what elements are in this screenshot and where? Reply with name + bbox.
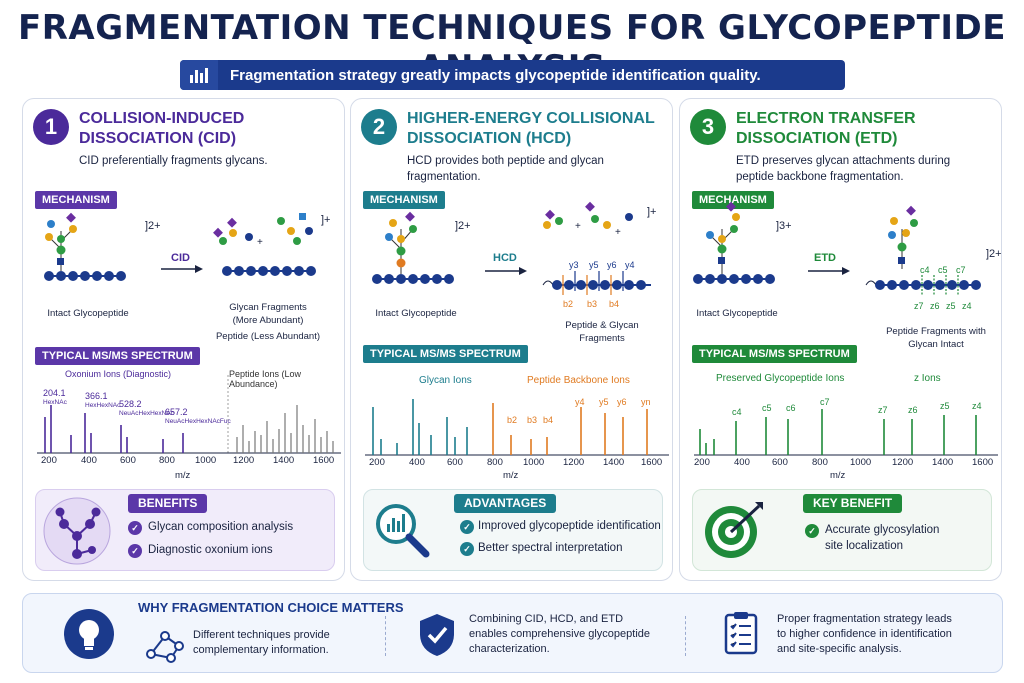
charge-in: ]2+ [455,220,471,232]
intact-label: Intact Glycopeptide [375,308,457,319]
svg-text:+: + [257,237,263,248]
step-number: 2 [361,109,397,145]
advantage-item: Improved glycopeptide identification [478,520,661,532]
why-text-2: Combining CID, HCD, and ETD enables comp… [469,613,651,655]
magnifier-chart-icon [376,504,430,558]
charge-in: ]2+ [145,220,161,232]
spectrum-tag: TYPICAL MS/MS SPECTRUM [35,347,200,365]
advantage-item: Better spectral interpretation [478,542,623,554]
spectrum-tag: TYPICAL MS/MS SPECTRUM [692,345,857,363]
check-icon: ✓ [805,524,819,538]
charge-out: ]+ [321,214,330,226]
glycan-tree-icon [43,497,111,565]
target-icon [705,502,763,558]
benefits-box: BENEFITS ✓ Glycan composition analysis ✓… [35,489,335,571]
cid-arrow-label: CID [171,252,190,264]
benefits-heading: BENEFITS [128,494,208,513]
hcd-spectrum [365,399,669,456]
etd-mechanism-diagram: ]3+ ETD ]2+ [693,201,1002,295]
etd-subtitle: ETD preserves glycan attachments during … [736,155,951,183]
check-icon: ✓ [128,544,142,558]
backbone-ions-label: Peptide Backbone Ions [527,375,630,386]
svg-text:+: + [575,221,581,232]
cid-mechanism-diagram: ]2+ CID + ]+ [44,212,330,281]
clipboard-checklist-icon [724,612,758,655]
charge-out: ]+ [647,206,656,218]
benefit-item: Glycan composition analysis [148,521,294,533]
advantages-box: ADVANTAGES ✓ Improved glycopeptide ident… [363,489,663,571]
glycan-ions-label: Glycan Ions [419,375,472,386]
why-text-1: Different techniques provide complementa… [193,629,330,656]
fragments-label: Peptide & Glycan Fragments [565,320,639,344]
etd-panel: 3 ELECTRON TRANSFER DISSOCIATION (ETD) E… [679,98,1002,581]
peak-label-528: 528.2 NeuAcHexHexNAc [119,399,174,417]
x-axis-label: m/z [503,470,519,481]
peptide-ions-label: Peptide Ions (Low Abundance) [229,369,302,389]
z-ions-label: z Ions [914,373,941,384]
check-icon: ✓ [128,521,142,535]
peak-label-204: 204.1 HexNAc [43,388,67,406]
network-icon [146,631,184,663]
etd-title: ELECTRON TRANSFER DISSOCIATION (ETD) [736,110,916,147]
key-benefit-text: Accurate glycosylation site localization [825,524,940,552]
check-icon: ✓ [460,520,474,534]
step-number: 3 [690,109,726,145]
cid-panel: 1 COLLISION-INDUCED DISSOCIATION (CID) C… [22,98,345,581]
hcd-mechanism-diagram: ]2+ HCD + + ]+ [372,201,656,295]
step-number: 1 [33,109,69,145]
preserved-ions-label: Preserved Glycopeptide Ions [716,373,845,384]
bar-chart-icon [180,60,218,90]
x-axis-label: m/z [175,470,191,481]
hcd-arrow-label: HCD [493,252,517,264]
advantages-heading: ADVANTAGES [454,494,557,513]
divider [385,616,386,656]
hcd-title: HIGHER-ENERGY COLLISIONAL DISSOCIATION (… [407,110,655,147]
key-benefit-heading: KEY BENEFIT [803,494,903,513]
shield-check-icon [420,614,454,656]
etd-spectrum [694,409,998,456]
intact-label: Intact Glycopeptide [696,308,778,319]
peak-label-657: 657.2 NeuAcHexHexNAcFuc [165,407,231,425]
hcd-panel: 2 HIGHER-ENERGY COLLISIONAL DISSOCIATION… [350,98,673,581]
cid-title: COLLISION-INDUCED DISSOCIATION (CID) [79,110,245,147]
peak-label-366: 366.1 HexHexNAc [85,391,121,409]
spectrum-tag: TYPICAL MS/MS SPECTRUM [363,345,528,363]
fragments-label: Glycan Fragments (More Abundant) Peptide… [215,302,321,342]
banner-text: Fragmentation strategy greatly impacts g… [230,66,761,84]
etd-arrow-label: ETD [814,252,836,264]
charge-out: ]2+ [986,248,1002,260]
check-icon: ✓ [460,542,474,556]
cid-spectrum [37,375,341,455]
charge-in: ]3+ [776,220,792,232]
mechanism-tag: MECHANISM [35,191,117,209]
why-it-matters-bar: WHY FRAGMENTATION CHOICE MATTERS Differe… [22,593,1003,673]
why-heading: WHY FRAGMENTATION CHOICE MATTERS [138,600,404,615]
lightbulb-icon [64,609,114,659]
oxonium-label: Oxonium Ions (Diagnostic) [65,369,172,379]
x-axis-label: m/z [830,470,846,481]
benefit-item: Diagnostic oxonium ions [148,544,273,556]
why-text-3: Proper fragmentation strategy leads to h… [777,613,952,655]
svg-text:+: + [615,227,621,238]
mechanism-tag: MECHANISM [692,191,774,209]
hcd-subtitle: HCD provides both peptide and glycan fra… [407,155,604,183]
cid-subtitle: CID preferentially fragments glycans. [79,155,268,167]
intact-label: Intact Glycopeptide [47,308,129,319]
fragments-label: Peptide Fragments with Glycan Intact [886,326,986,350]
divider [685,616,686,656]
key-benefit-box: KEY BENEFIT ✓ Accurate glycosylation sit… [692,489,992,571]
key-message-banner: Fragmentation strategy greatly impacts g… [180,60,845,90]
mechanism-tag: MECHANISM [363,191,445,209]
